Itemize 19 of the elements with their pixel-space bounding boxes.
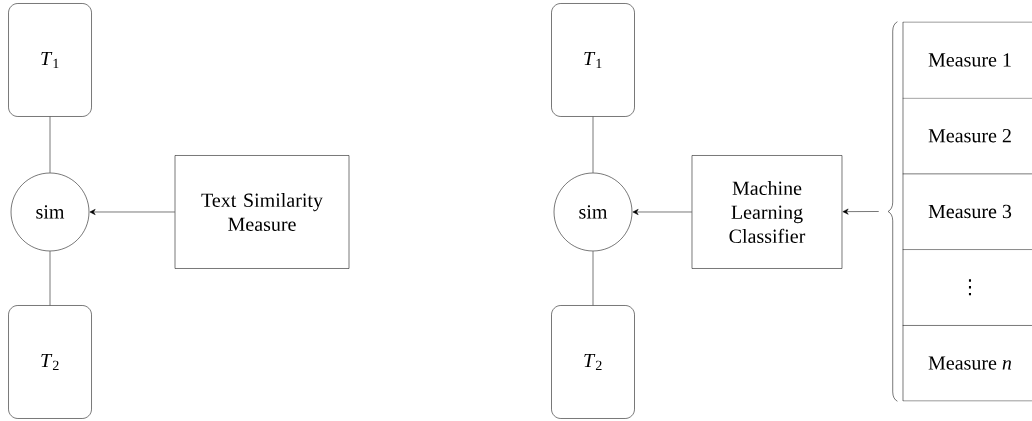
connector-line [592,251,594,306]
connector-line [592,116,594,173]
text-box: T$_{2}$ [8,305,92,419]
text-box: T$_{2}$ [551,305,635,419]
connector-line [49,116,51,173]
connector-line [49,251,51,306]
arrow [842,208,879,215]
table-cell: Measure 2 [928,129,1011,143]
table-cell: ⋮ [968,279,971,296]
arrow [89,209,175,215]
text-box: T$_{1}$ [551,3,635,117]
process-box: Machine Learning Classifier [691,155,843,269]
arrow [632,209,692,215]
text-box: T$_{1}$ [8,3,92,117]
table-cell: Measure 3 [928,204,1012,219]
process-box: Text Similarity Measure [174,155,350,269]
table-cell: Measure n [928,356,1012,370]
table-cell: Measure 1 [928,53,1011,67]
measure-table [902,21,1032,402]
